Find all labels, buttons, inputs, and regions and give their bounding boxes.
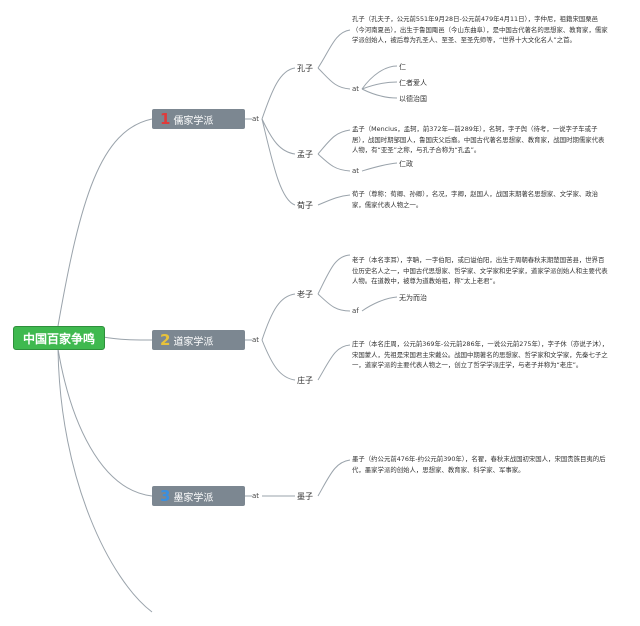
person-description: 孔子（孔夫子，公元前551年9月28日-公元前479年4月11日），字仲尼，祖籍… <box>352 15 608 45</box>
school-tag: at <box>252 336 260 344</box>
idea-leaf[interactable]: 无为而治 <box>399 294 427 302</box>
person-confucius[interactable]: 孔子 <box>297 64 313 73</box>
idea-tag: af <box>352 307 359 315</box>
idea-leaf[interactable]: 以德治国 <box>399 95 427 103</box>
person-description: 荀子（尊称：荀卿、孙卿），名况，字卿，赵国人，战国末期著名思想家、文学家、政治家… <box>352 190 599 209</box>
person-mozi[interactable]: 墨子 <box>297 492 313 501</box>
idea-tag: at <box>352 85 360 93</box>
person-description: 老子（本名李耳），字聃，一字伯阳，或曰谥伯阳，出生于周朝春秋末期楚国苦县，世界百… <box>352 256 608 286</box>
person-xunzi[interactable]: 荀子 <box>297 201 313 210</box>
school-tag: at <box>252 115 260 123</box>
school-node-confucian[interactable]: 1 儒家学派 <box>152 109 245 129</box>
school-number: 3 <box>160 487 171 505</box>
person-zhuangzi[interactable]: 庄子 <box>297 376 313 385</box>
person-mencius[interactable]: 孟子 <box>297 150 313 159</box>
person-laozi[interactable]: 老子 <box>297 290 313 299</box>
idea-leaf[interactable]: 仁 <box>399 63 406 71</box>
school-tag: at <box>252 492 260 500</box>
school-node-daoist[interactable]: 2 道家学派 <box>152 330 245 350</box>
school-node-mohist[interactable]: 3 墨家学派 <box>152 486 245 506</box>
idea-leaf[interactable]: 仁者爱人 <box>399 79 427 87</box>
idea-tag: at <box>352 167 360 175</box>
person-description: 孟子（Mencius，孟轲，前372年—前289年），名轲，字子舆（待考，一说字… <box>352 125 605 155</box>
school-number: 1 <box>160 110 171 128</box>
idea-leaf[interactable]: 仁政 <box>399 160 413 168</box>
school-number: 2 <box>160 331 171 349</box>
person-description: 墨子（约公元前476年-约公元前390年），名翟，春秋末战国初宋国人，宋国贵族目… <box>352 455 606 474</box>
root-node[interactable]: 中国百家争鸣 <box>13 326 105 350</box>
school-label: 道家学派 <box>173 336 214 348</box>
person-description: 庄子（本名庄周，公元前369年-公元前286年，一说公元前275年），字子休（亦… <box>352 340 609 370</box>
school-label: 墨家学派 <box>173 492 214 504</box>
school-label: 儒家学派 <box>173 115 214 127</box>
root-label: 中国百家争鸣 <box>22 331 95 346</box>
